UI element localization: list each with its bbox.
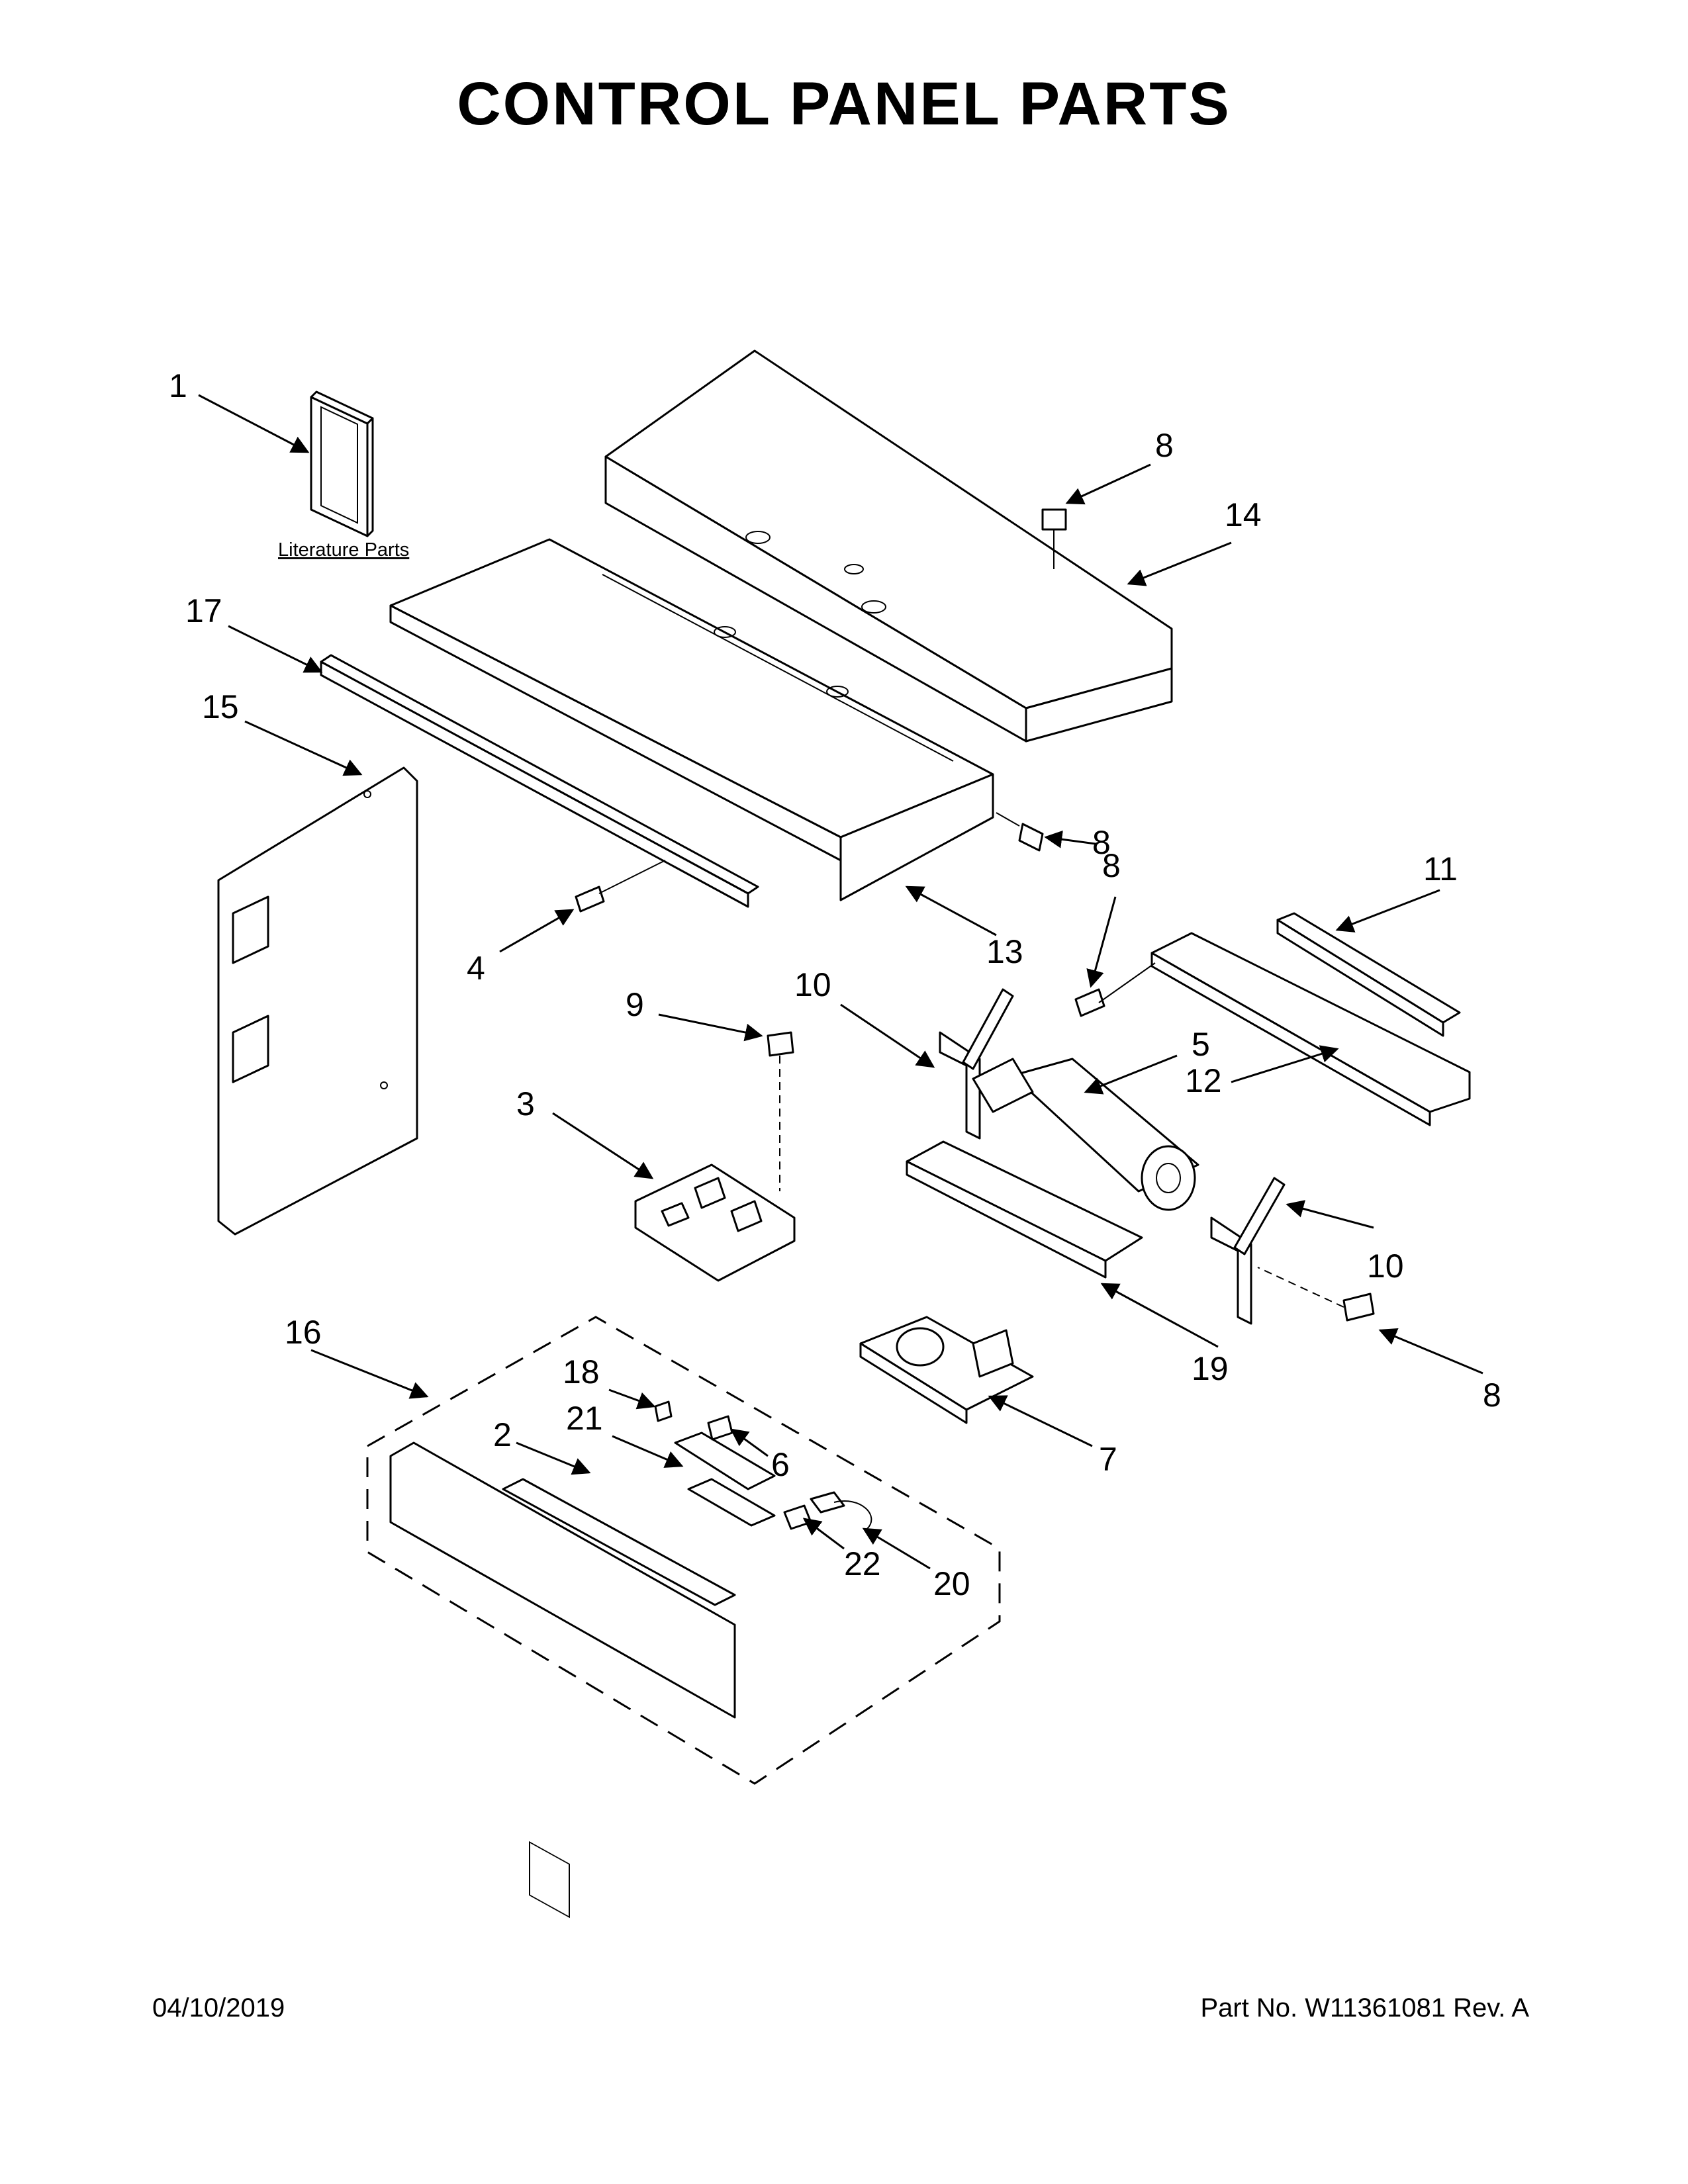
control-shroud-part [389,538,994,901]
strip-11-part [1276,912,1461,1037]
callout-8-bottom: 8 [1483,1377,1501,1414]
clip-18-part [654,1400,673,1422]
callout-12: 12 [1185,1062,1222,1099]
board-21-part [674,1432,776,1527]
relay-board-part [634,1163,796,1282]
callout-9: 9 [626,986,644,1023]
literature-parts-label: Literature Parts [278,539,409,561]
callout-10-left: 10 [794,966,831,1003]
top-cover-part [604,349,1173,743]
callout-13: 13 [986,933,1023,970]
callout-1: 1 [169,367,187,404]
callout-15: 15 [202,688,239,725]
callout-16: 16 [285,1314,322,1351]
screw-4-part [575,860,666,913]
screw-8-left-part [1074,988,1105,1017]
callout-2: 2 [493,1416,512,1453]
fan-motor-part [972,1058,1199,1211]
callout-11: 11 [1423,850,1458,887]
callout-21: 21 [566,1400,603,1437]
callout-19: 19 [1192,1350,1229,1387]
console-2-part [389,1441,736,1919]
callout-6: 6 [771,1446,790,1483]
bracket-12-part [1098,932,1471,1126]
diagram-date: 04/10/2019 [152,1993,285,2023]
screw-8-right-part [1257,1267,1375,1322]
screw-6-part [707,1415,733,1441]
screw-9-part [767,1031,794,1191]
screw-8-mid-part [996,812,1044,852]
callout-18: 18 [563,1353,600,1390]
callout-14: 14 [1225,496,1262,533]
callout-17: 17 [185,592,222,629]
bracket-10-right-part [1210,1177,1286,1325]
literature-booklet-part [310,390,374,537]
callout-22: 22 [844,1545,881,1582]
callout-8-mid: 8 [1092,824,1111,861]
side-panel-part [217,766,418,1236]
bracket-10-left-part [939,988,1014,1140]
callout-numbers: 1 2 3 4 5 6 7 8 8 8 8 9 10 10 11 12 13 1… [169,367,1501,1602]
callout-5: 5 [1192,1026,1210,1063]
callout-10-right: 10 [1367,1248,1404,1285]
front-trim-part [320,654,759,908]
screw-8-top-part [1041,508,1067,569]
callout-8-top: 8 [1155,427,1174,464]
connector-20-part [810,1491,872,1529]
callout-7: 7 [1099,1441,1117,1478]
callout-4: 4 [467,950,485,987]
deflector-19-part [906,1140,1143,1279]
callout-8-unused: 8 [1102,847,1121,884]
leader-arrows [198,394,1483,1570]
callout-20: 20 [933,1565,970,1602]
page-title: CONTROL PANEL PARTS [457,70,1231,138]
callout-3: 3 [516,1085,535,1122]
board-22-part [783,1504,812,1530]
part-number: Part No. W11361081 Rev. A [1200,1993,1529,2023]
kit-16-outline [366,1316,1001,1785]
power-supply-part [859,1316,1034,1424]
